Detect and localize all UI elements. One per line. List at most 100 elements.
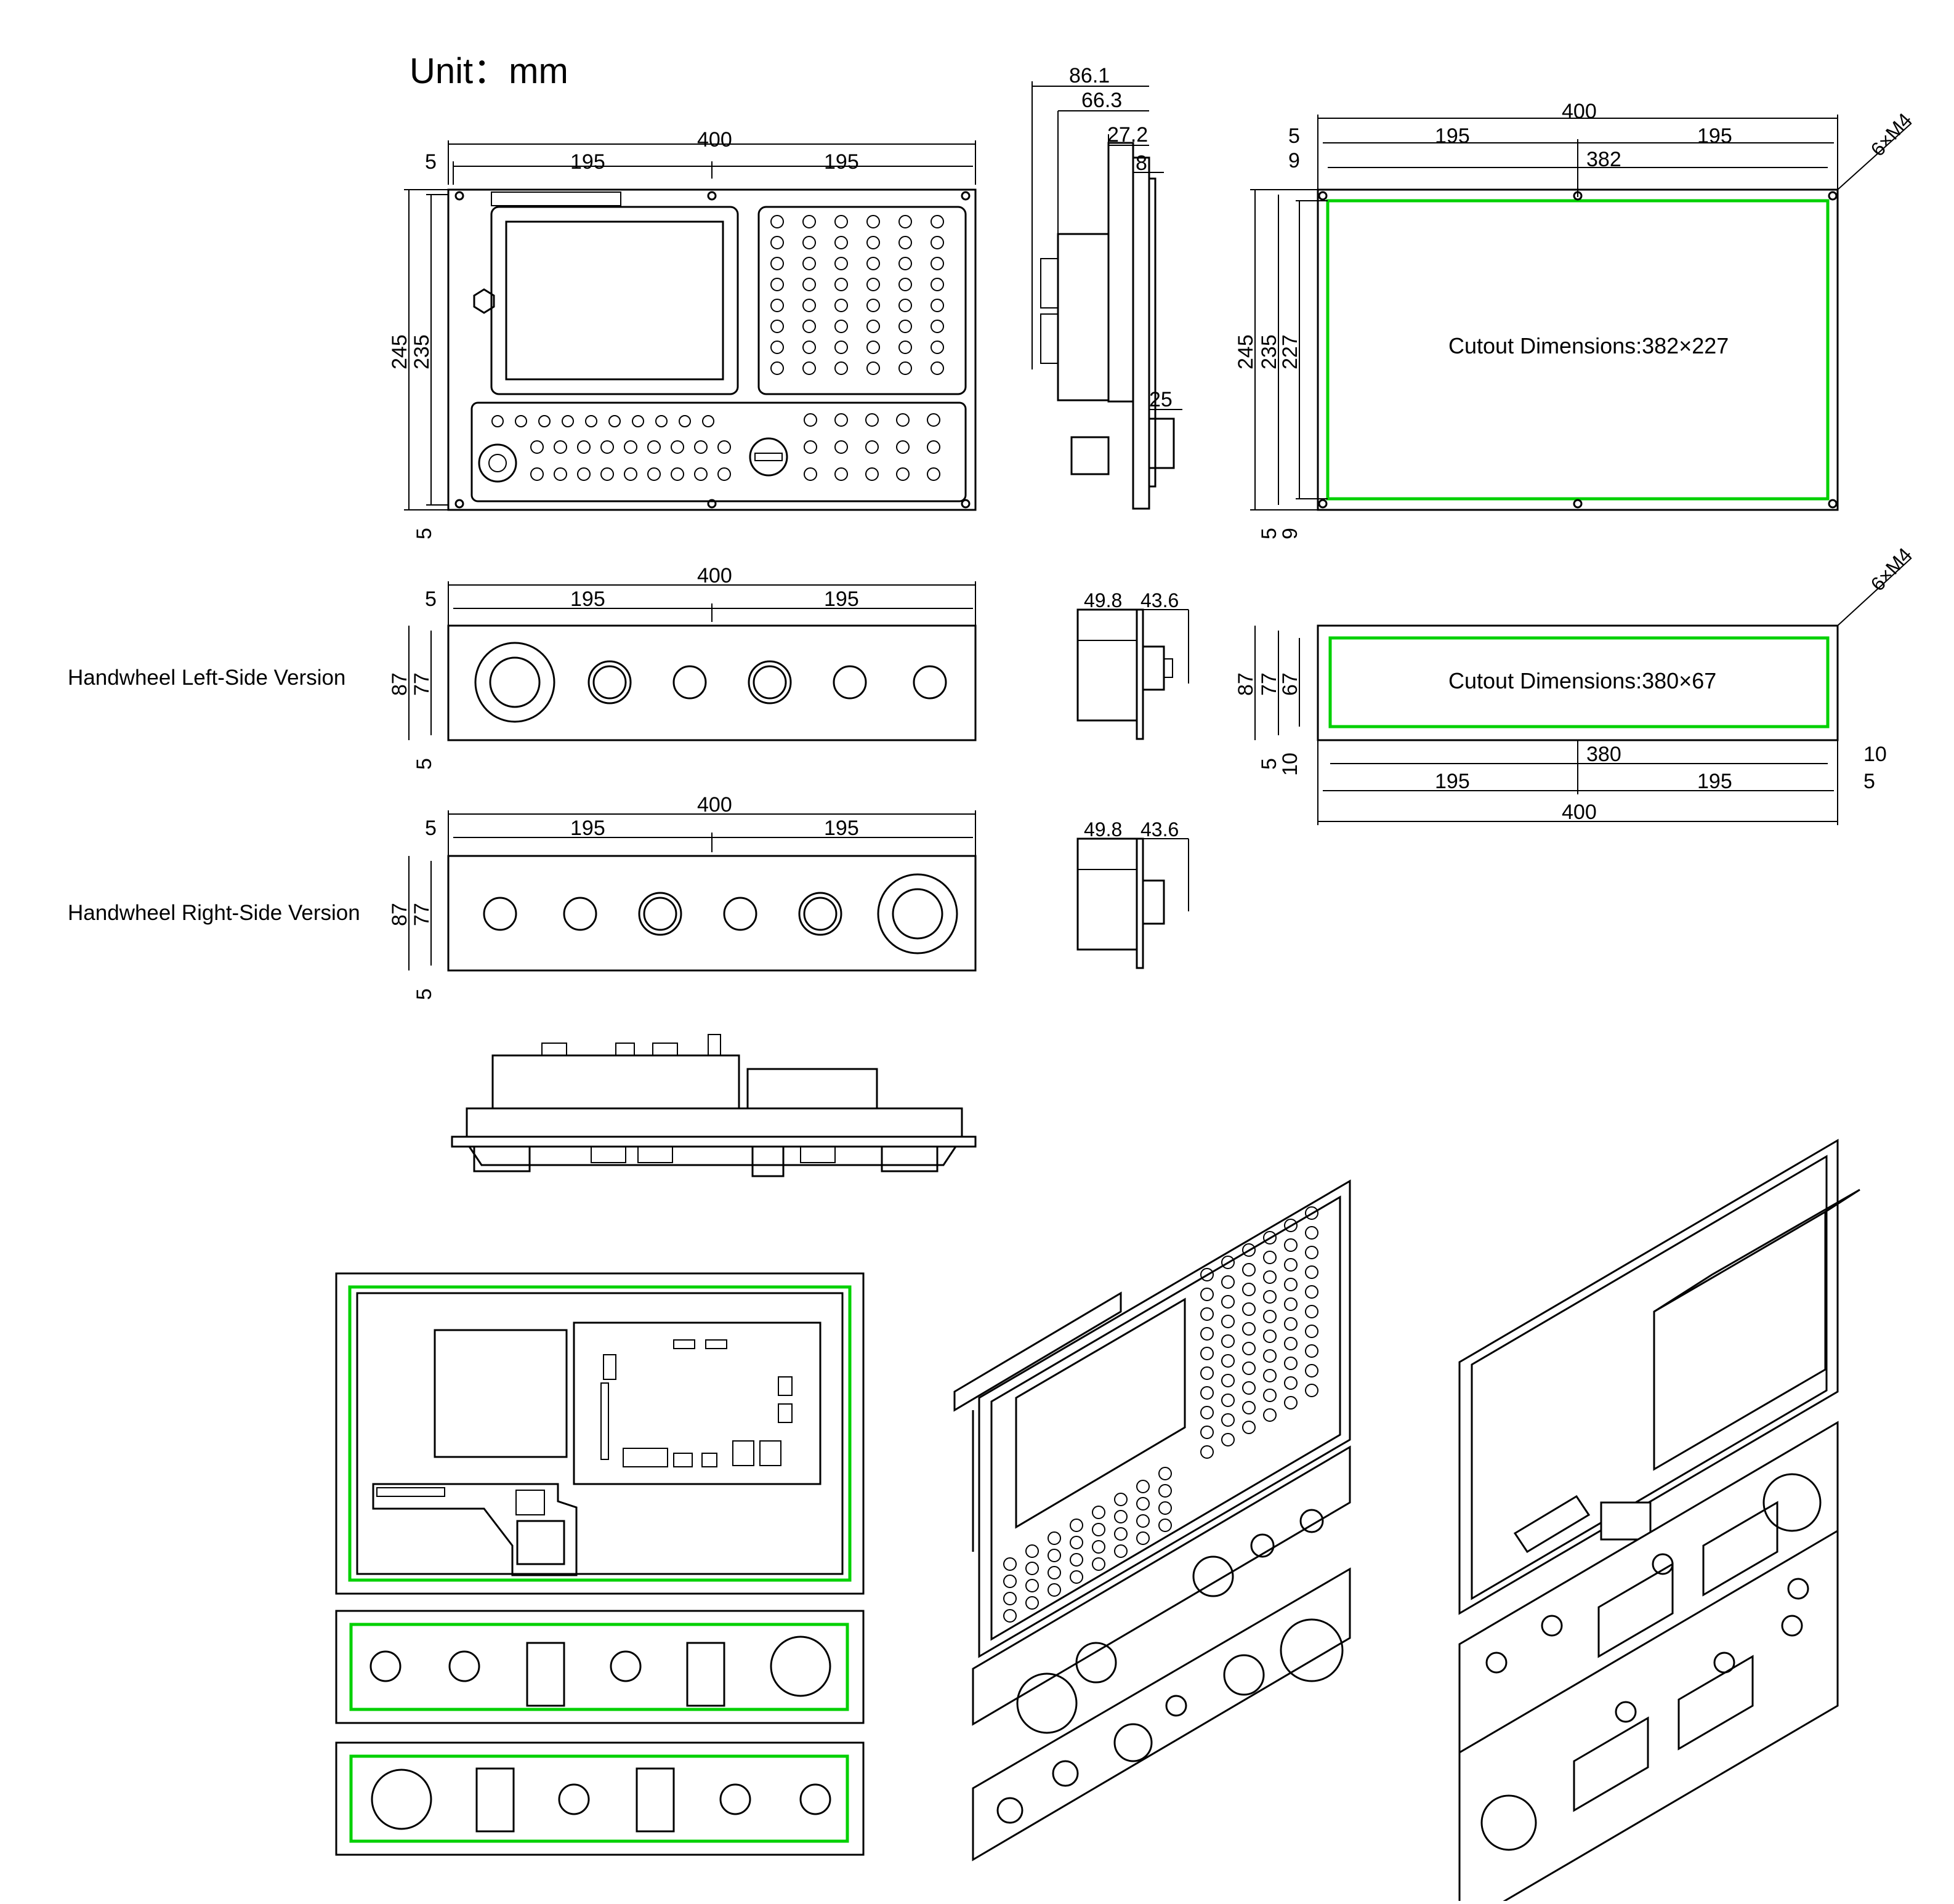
hwl-dim-left: 195 xyxy=(570,587,605,611)
keypad-key xyxy=(1305,1384,1318,1397)
main-cutout-dim-outer: 245 xyxy=(1234,334,1258,369)
function-key xyxy=(1136,1531,1150,1545)
keypad-key xyxy=(1200,1288,1214,1301)
isometric-back-view xyxy=(1458,1139,1860,1904)
keypad-key xyxy=(931,299,944,312)
keypad-key xyxy=(1200,1426,1214,1439)
keypad-key xyxy=(1242,1283,1256,1296)
keypad-key xyxy=(1284,1238,1298,1252)
keypad-key xyxy=(1305,1206,1318,1220)
function-key xyxy=(1114,1510,1128,1523)
keypad-key xyxy=(1242,1361,1256,1375)
function-key xyxy=(554,467,567,481)
front-dim-right: 195 xyxy=(824,150,859,174)
keypad-key xyxy=(866,236,880,249)
sc-dim-r1: 10 xyxy=(1863,743,1887,766)
screw-icon xyxy=(454,499,464,509)
hwr-dim-total: 400 xyxy=(697,793,732,817)
front-keypad xyxy=(491,215,944,481)
side-view: 86.1 66.3 27.2 8 25 xyxy=(1032,64,1182,510)
function-key xyxy=(530,440,544,454)
keypad-key xyxy=(1284,1297,1298,1311)
keypad-key xyxy=(898,361,912,375)
keypad-key xyxy=(898,236,912,249)
screw-icon xyxy=(1573,499,1583,509)
sc-dim-b2: 10 xyxy=(1278,752,1302,776)
sc-dim-outer: 87 xyxy=(1234,672,1258,696)
function-key xyxy=(538,415,551,427)
keypad-key xyxy=(1263,1251,1277,1264)
keypad-key xyxy=(931,257,944,270)
function-key xyxy=(1048,1531,1061,1545)
keypad-key xyxy=(834,299,848,312)
bottom-view xyxy=(451,1034,977,1177)
keypad-key xyxy=(770,341,784,354)
function-key xyxy=(1158,1467,1172,1480)
function-key xyxy=(562,415,574,427)
strip-cutout-drawing: Cutout Dimensions:380×67 6×M4 87 77 67 5… xyxy=(1234,543,1916,825)
keypad-key xyxy=(1263,1310,1277,1323)
hwl-side-dim-1: 49.8 xyxy=(1084,589,1122,611)
hwr-dim-edge: 5 xyxy=(425,817,437,840)
keypad-key xyxy=(1221,1275,1235,1289)
function-key xyxy=(865,413,879,427)
side-dim-25: 25 xyxy=(1149,388,1173,411)
keypad-key xyxy=(1305,1265,1318,1279)
function-key xyxy=(694,467,708,481)
function-key xyxy=(1092,1523,1105,1536)
handwheel-right-label: Handwheel Right-Side Version xyxy=(68,901,360,925)
side-dim-663: 66.3 xyxy=(1081,89,1122,112)
hwl-dim-inner: 77 xyxy=(410,672,434,696)
function-key xyxy=(1114,1493,1128,1506)
keypad-key xyxy=(770,215,784,228)
keypad-key xyxy=(770,257,784,270)
function-key xyxy=(491,415,504,427)
function-key xyxy=(834,440,848,454)
function-key xyxy=(515,415,527,427)
function-key xyxy=(600,467,614,481)
keypad-key xyxy=(1263,1369,1277,1382)
function-key xyxy=(927,467,940,481)
keypad-key xyxy=(1242,1421,1256,1434)
keypad-key xyxy=(1263,1408,1277,1422)
function-key xyxy=(671,440,684,454)
main-cutout-dim-inner: 382 xyxy=(1586,148,1621,171)
screw-icon xyxy=(454,191,464,201)
keypad-key xyxy=(931,278,944,291)
keypad-key xyxy=(1242,1322,1256,1336)
hwr-dim-inner: 77 xyxy=(410,903,434,926)
keypad-key xyxy=(834,257,848,270)
keypad-key xyxy=(1200,1386,1214,1400)
function-key xyxy=(717,467,731,481)
keypad-key xyxy=(834,341,848,354)
function-key xyxy=(624,467,637,481)
keypad-key xyxy=(1221,1295,1235,1309)
back-view xyxy=(335,1272,865,1595)
hwl-side-dim-2: 43.6 xyxy=(1141,589,1179,611)
keypad-key xyxy=(1263,1349,1277,1363)
keypad-key xyxy=(834,215,848,228)
keypad-key xyxy=(834,236,848,249)
keypad-key xyxy=(802,361,816,375)
function-key xyxy=(1048,1583,1061,1597)
function-key xyxy=(1136,1514,1150,1528)
function-key xyxy=(1136,1480,1150,1493)
keypad-key xyxy=(802,299,816,312)
iso-keypad xyxy=(1003,1206,1318,1623)
keypad-key xyxy=(1284,1258,1298,1272)
sc-dim-total: 400 xyxy=(1562,801,1597,824)
hwr-dim-outer: 87 xyxy=(388,903,411,926)
keypad-key xyxy=(1242,1263,1256,1277)
keypad-key xyxy=(866,341,880,354)
function-key xyxy=(1025,1544,1039,1558)
keypad-key xyxy=(1263,1389,1277,1402)
keypad-key xyxy=(1242,1401,1256,1414)
keypad-key xyxy=(770,320,784,333)
sc-dim-inner-w: 380 xyxy=(1586,743,1621,766)
function-key xyxy=(655,415,668,427)
keypad-key xyxy=(802,257,816,270)
function-key xyxy=(834,413,848,427)
function-key xyxy=(1092,1506,1105,1519)
keypad-key xyxy=(770,236,784,249)
keypad-key xyxy=(931,341,944,354)
